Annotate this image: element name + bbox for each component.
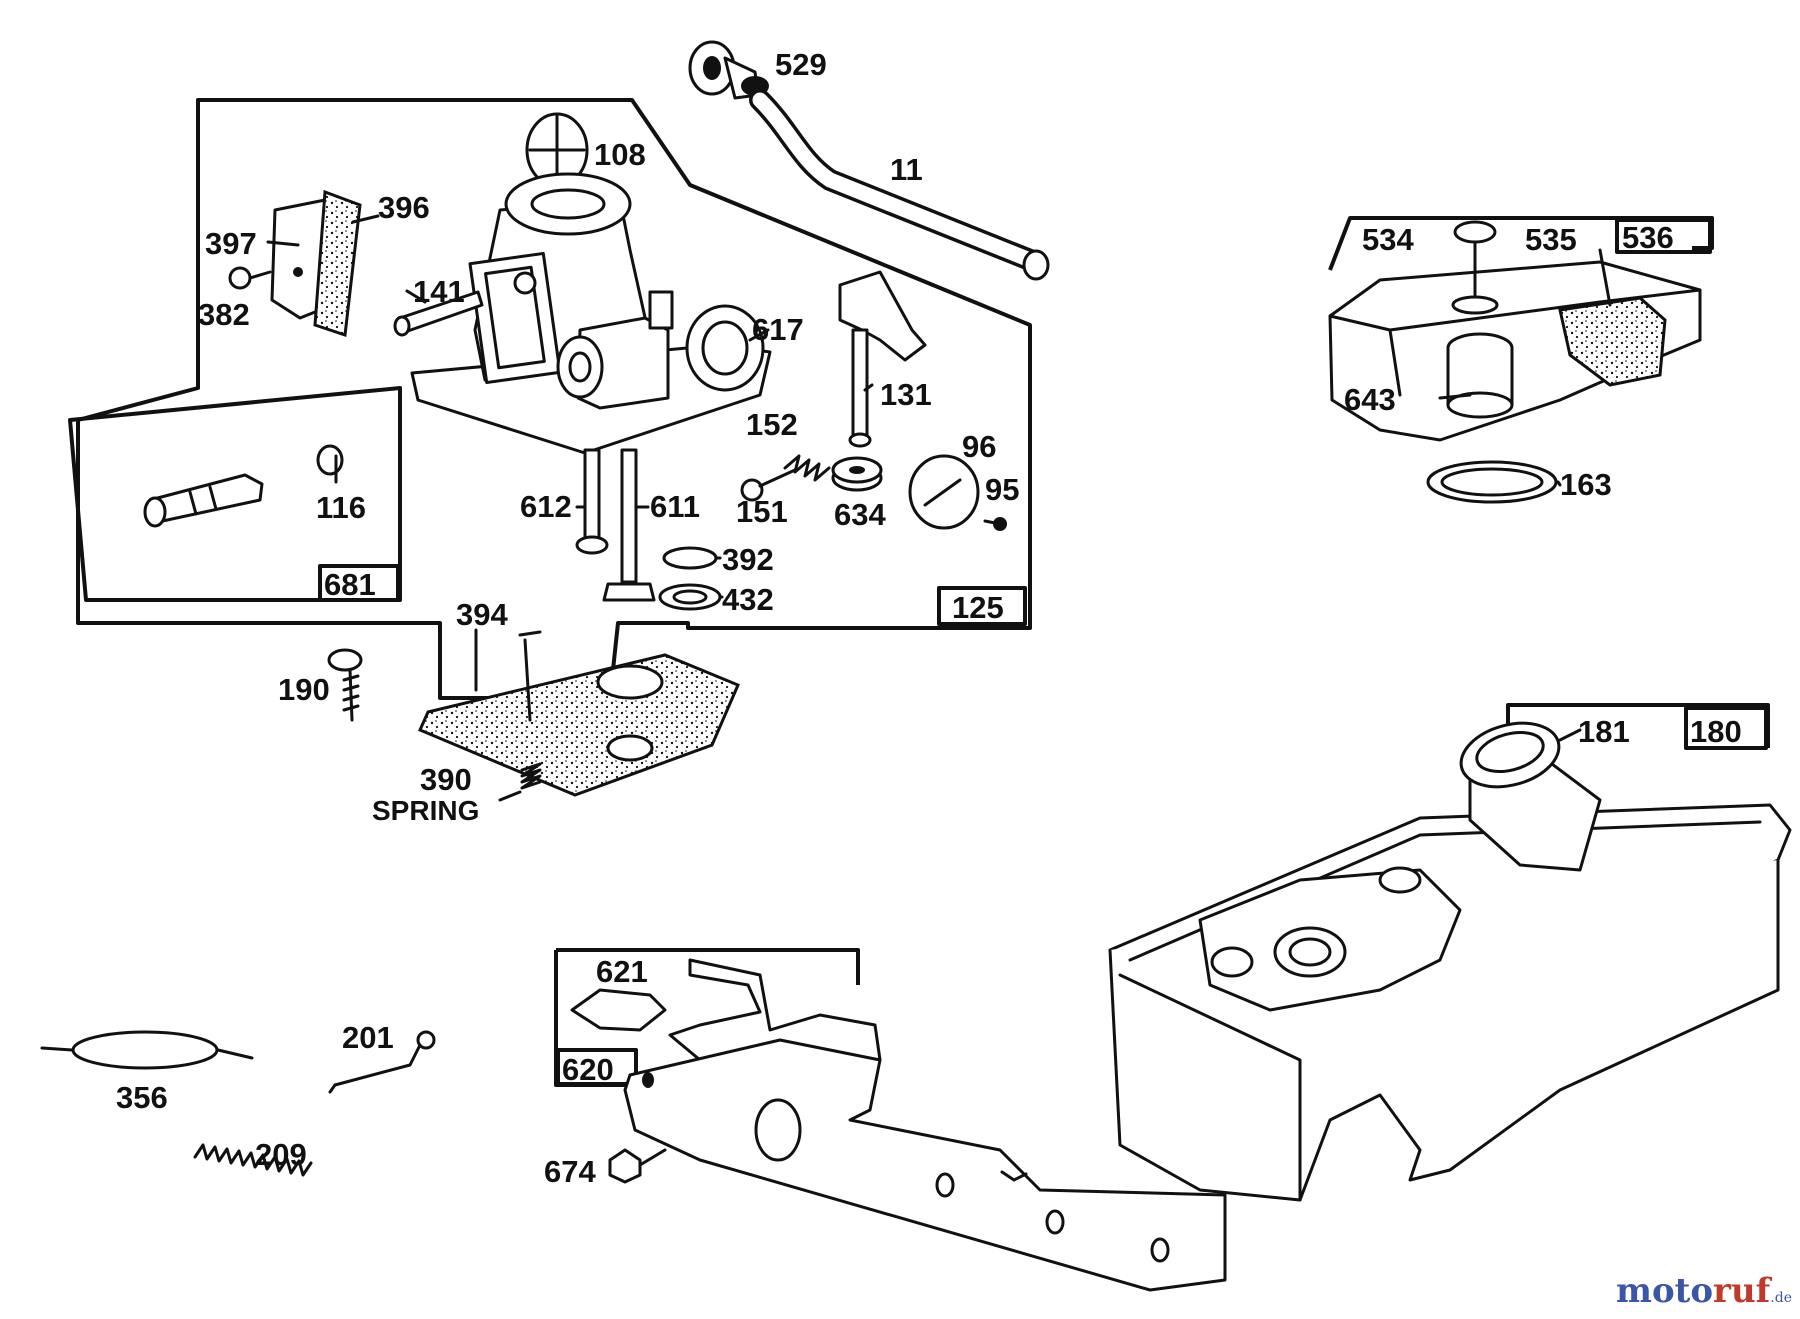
label-125: 125 — [952, 590, 1004, 625]
label-108: 108 — [594, 137, 646, 172]
part-643-tube — [1446, 332, 1514, 419]
label-382: 382 — [198, 297, 250, 332]
label-180: 180 — [1690, 714, 1742, 749]
label-534: 534 — [1362, 222, 1414, 257]
label-209: 209 — [255, 1137, 307, 1172]
part-152-spring — [783, 454, 831, 482]
label-151: 151 — [736, 494, 788, 529]
part-131-throttle-shaft — [838, 270, 927, 448]
part-390-spring — [520, 762, 542, 790]
group-620-frame — [554, 948, 860, 1087]
label-131: 131 — [880, 377, 932, 412]
label-116: 116 — [316, 490, 366, 525]
part-382-screw — [228, 266, 272, 290]
label-396: 396 — [378, 190, 430, 225]
part-190-screw — [327, 648, 363, 722]
part-621-clip — [570, 988, 667, 1032]
part-620-bracket — [623, 1038, 1227, 1292]
part-163-gasket — [1426, 460, 1558, 504]
part-141-pin — [393, 290, 484, 337]
part-201-spring-link — [328, 1030, 436, 1094]
label-11: 11 — [890, 152, 923, 187]
part-534-screw — [1451, 220, 1499, 315]
part-carburetor-body — [410, 172, 772, 455]
label-163: 163 — [1560, 467, 1612, 502]
label-643: 643 — [1344, 382, 1396, 417]
part-96-throttle-plate — [908, 454, 980, 530]
air-cleaner-group-frame — [1328, 216, 1714, 271]
label-397: 397 — [205, 226, 257, 261]
label-634: 634 — [834, 497, 886, 532]
part-356-link — [40, 1030, 254, 1070]
watermark-tld: .de — [1770, 1290, 1792, 1306]
part-151-screw — [740, 468, 797, 502]
part-681-needle-valve — [143, 473, 264, 528]
label-392: 392 — [722, 542, 774, 577]
label-432: 432 — [722, 582, 774, 617]
part-396-gasket — [313, 189, 362, 338]
watermark-moto: moto — [1615, 1271, 1714, 1311]
label-535: 535 — [1525, 222, 1577, 257]
part-11-fuel-pipe — [749, 89, 1050, 281]
label-536: 536 — [1622, 220, 1674, 255]
label-681: 681 — [324, 567, 376, 602]
label-674: 674 — [544, 1154, 596, 1189]
label-141: 141 — [413, 274, 465, 309]
part-394-diaphragm — [418, 630, 740, 797]
callout-labels: 529 11 108 396 397 382 141 617 131 152 1… — [116, 47, 1742, 1189]
label-611: 611 — [650, 489, 700, 524]
label-617: 617 — [752, 312, 804, 347]
part-181-filler-neck — [1459, 721, 1602, 872]
label-621: 621 — [596, 954, 648, 989]
part-634-washer — [831, 456, 883, 492]
part-180-fuel-tank — [1108, 803, 1792, 1202]
fuel-tank-group-frame — [1506, 703, 1770, 750]
part-535-filter-element — [1558, 296, 1667, 387]
group-681-frame — [68, 386, 402, 602]
part-611-tube — [602, 448, 656, 602]
part-674-bolt — [608, 1148, 667, 1184]
part-392-ring — [662, 546, 718, 570]
label-201: 201 — [342, 1020, 394, 1055]
label-390: 390 — [420, 762, 472, 797]
label-529: 529 — [775, 47, 827, 82]
label-356: 356 — [116, 1080, 168, 1115]
part-432-washer — [658, 583, 722, 611]
label-394: 394 — [456, 597, 508, 632]
label-spring: SPRING — [372, 795, 479, 826]
part-209-spring — [193, 1143, 313, 1177]
label-95: 95 — [985, 472, 1019, 507]
watermark-ruf: ruf — [1713, 1271, 1771, 1311]
leader-lines — [266, 214, 1612, 802]
label-152: 152 — [746, 407, 798, 442]
brand-watermark: motoruf.de — [1616, 1271, 1792, 1311]
part-612-tube — [575, 448, 609, 555]
part-95-screw — [983, 517, 1007, 531]
part-tank-outlet-flange — [1198, 866, 1462, 1012]
label-620: 620 — [562, 1052, 614, 1087]
label-96: 96 — [962, 429, 996, 464]
part-116-o-ring — [316, 444, 344, 476]
label-190: 190 — [278, 672, 330, 707]
label-612: 612 — [520, 489, 572, 524]
label-181: 181 — [1578, 714, 1630, 749]
